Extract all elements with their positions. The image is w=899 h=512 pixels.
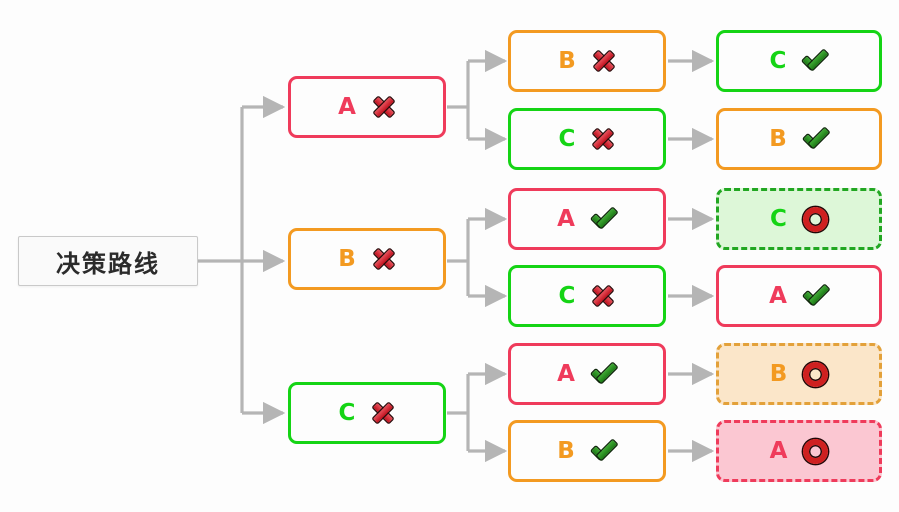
ring-icon xyxy=(803,361,829,387)
node-letter: B xyxy=(338,245,356,272)
node-L2-B3[interactable]: B xyxy=(508,420,666,482)
ring-icon xyxy=(803,438,829,464)
node-letter: B xyxy=(769,360,788,387)
node-L2-A2[interactable]: A xyxy=(508,188,666,250)
node-letter: A xyxy=(557,360,575,387)
node-L2-C2[interactable]: C xyxy=(508,265,666,327)
node-L3-C2[interactable]: C xyxy=(716,188,882,250)
cross-mark-icon xyxy=(372,95,396,119)
ring-icon xyxy=(802,206,828,232)
root-node[interactable]: 决策路线 xyxy=(18,236,198,286)
node-L3-B1[interactable]: B xyxy=(716,108,882,170)
check-mark-icon xyxy=(802,49,828,73)
node-letter: C xyxy=(770,205,787,232)
node-letter: B xyxy=(557,437,575,464)
node-letter: B xyxy=(769,125,787,152)
node-letter: C xyxy=(769,47,787,74)
node-letter: A xyxy=(769,437,788,464)
node-letter: A xyxy=(338,93,356,120)
check-mark-icon xyxy=(591,362,617,386)
node-L2-B1[interactable]: B xyxy=(508,30,666,92)
node-letter: B xyxy=(558,47,576,74)
node-letter: A xyxy=(557,205,575,232)
node-L2-C1[interactable]: C xyxy=(508,108,666,170)
root-node-label: 决策路线 xyxy=(56,249,160,278)
node-letter: C xyxy=(338,399,356,426)
node-L3-C1[interactable]: C xyxy=(716,30,882,92)
node-L1-B[interactable]: B xyxy=(288,228,446,290)
node-letter: C xyxy=(558,125,576,152)
node-L3-B3[interactable]: B xyxy=(716,343,882,405)
cross-mark-icon xyxy=(591,127,615,151)
check-mark-icon xyxy=(591,439,617,463)
node-L1-C[interactable]: C xyxy=(288,382,446,444)
node-L3-A2[interactable]: A xyxy=(716,265,882,327)
cross-mark-icon xyxy=(371,401,395,425)
node-L1-A[interactable]: A xyxy=(288,76,446,138)
cross-mark-icon xyxy=(591,284,615,308)
node-letter: C xyxy=(558,282,576,309)
cross-mark-icon xyxy=(592,49,616,73)
check-mark-icon xyxy=(803,127,829,151)
cross-mark-icon xyxy=(372,247,396,271)
check-mark-icon xyxy=(803,284,829,308)
node-letter: A xyxy=(769,282,787,309)
node-L3-A3[interactable]: A xyxy=(716,420,882,482)
node-L2-A3[interactable]: A xyxy=(508,343,666,405)
check-mark-icon xyxy=(591,207,617,231)
